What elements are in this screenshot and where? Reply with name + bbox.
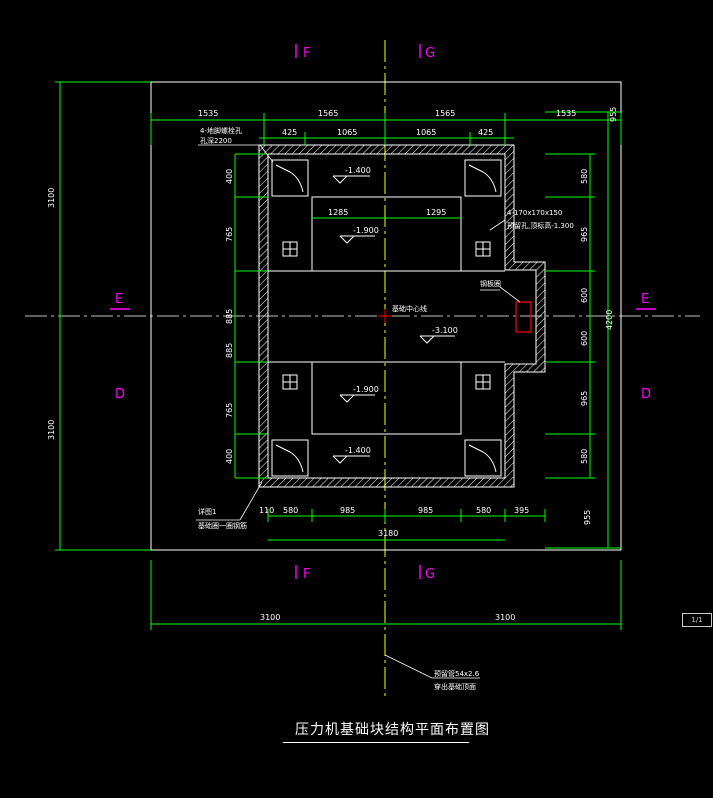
leader-lines	[196, 144, 506, 679]
title-underline	[283, 742, 469, 743]
dim-left-outer-2: 3100	[47, 420, 56, 440]
dim-right-inner-5: 965	[580, 391, 589, 406]
axis-d-right: D	[641, 387, 651, 402]
dim-inner-top-3: 1065	[416, 128, 436, 137]
dim-right-outer-2: 4200	[605, 310, 614, 330]
level-1: -1.400	[345, 166, 371, 175]
axis-e-left: E	[115, 292, 123, 307]
bolt-holes	[271, 159, 502, 477]
dim-left-inner-4: 885	[225, 343, 234, 358]
note-reserved-hole: 4-170x170x150	[507, 209, 562, 217]
dim-right-inner-3: 600	[580, 288, 589, 303]
axis-ticks	[110, 44, 656, 579]
note-anchor-bolt: 4-地脚螺栓孔	[200, 126, 242, 135]
dim-right-outer-3: 955	[583, 510, 592, 525]
dim-right-inner-4: 600	[580, 331, 589, 346]
level-4: -1.900	[353, 385, 379, 394]
dim-bottom-4: 985	[418, 506, 433, 515]
steel-ring-marker	[515, 301, 532, 333]
dim-right-inner-6: 580	[580, 449, 589, 464]
dim-lower-1: 3100	[260, 613, 280, 622]
axis-f-bottom: F	[303, 567, 310, 582]
dim-mid-2: 1295	[426, 208, 446, 217]
annotation-notes: 4-地脚螺栓孔 孔深2200 4-170x170x150 预留孔,顶标高-1.3…	[198, 126, 574, 691]
note-center-line: 基础中心线	[392, 304, 427, 313]
note-pipe: 预留管54x2.6	[434, 669, 480, 678]
dim-right-inner-2: 965	[580, 227, 589, 242]
note-detail-rebar: 基础圈一圈钢筋	[198, 521, 247, 530]
dim-bottom-1: 110	[259, 506, 274, 515]
dim-left-inner-6: 400	[225, 449, 234, 464]
level-symbols	[332, 175, 455, 464]
dim-inner-top-4: 425	[478, 128, 493, 137]
dim-bottom-3: 985	[340, 506, 355, 515]
dim-left-inner-5: 765	[225, 403, 234, 418]
drawing-title: 压力机基础块结构平面布置图	[295, 722, 490, 738]
note-reserved-hole-top: 预留孔,顶标高-1.300	[507, 221, 574, 230]
outer-slab-outline	[150, 81, 622, 551]
dim-inner-top-2: 1065	[337, 128, 357, 137]
dim-left-inner-1: 400	[225, 169, 234, 184]
level-text: -1.400 -1.900 -3.100 -1.900 -1.400	[345, 166, 458, 455]
dim-left-inner-2: 765	[225, 227, 234, 242]
sheet-tag: 1/1	[682, 613, 712, 627]
dim-top-3: 1565	[435, 109, 455, 118]
dimension-text: 1535 1565 1565 1535 425 1065 1065 425 12…	[47, 107, 618, 622]
axis-f-top: F	[303, 46, 310, 61]
axis-g-bottom: G	[425, 567, 435, 582]
dim-inner-top-1: 425	[282, 128, 297, 137]
dim-top-4: 1535	[556, 109, 576, 118]
dim-bottom-total: 3180	[378, 529, 398, 538]
axis-d-left: D	[115, 387, 125, 402]
dim-top-1: 1535	[198, 109, 218, 118]
dim-left-inner-3: 885	[225, 309, 234, 324]
dim-bottom-6: 395	[514, 506, 529, 515]
reserved-holes	[282, 241, 491, 390]
dim-bottom-5: 580	[476, 506, 491, 515]
note-detail-1: 详图1	[198, 507, 216, 516]
dim-mid-1: 1285	[328, 208, 348, 217]
pit-wall	[258, 144, 546, 488]
note-pipe-exit: 穿出基础顶面	[434, 682, 476, 691]
level-5: -1.400	[345, 446, 371, 455]
interior-structure	[268, 196, 505, 435]
dim-right-inner-1: 580	[580, 169, 589, 184]
dim-left-outer-1: 3100	[47, 188, 56, 208]
dim-bottom-2: 580	[283, 506, 298, 515]
axis-e-right: E	[641, 292, 649, 307]
axis-g-top: G	[425, 46, 435, 61]
steel-ring-leader	[499, 286, 521, 303]
level-3: -3.100	[432, 326, 458, 335]
dim-lower-2: 3100	[495, 613, 515, 622]
dim-right-outer-1: 955	[609, 107, 618, 122]
note-steel-ring: 钢板圈	[480, 279, 501, 288]
dimension-lines	[55, 81, 622, 630]
note-anchor-depth: 孔深2200	[200, 136, 232, 145]
dim-top-2: 1565	[318, 109, 338, 118]
axis-labels: F G F G E E D D	[115, 46, 651, 582]
level-2: -1.900	[353, 226, 379, 235]
